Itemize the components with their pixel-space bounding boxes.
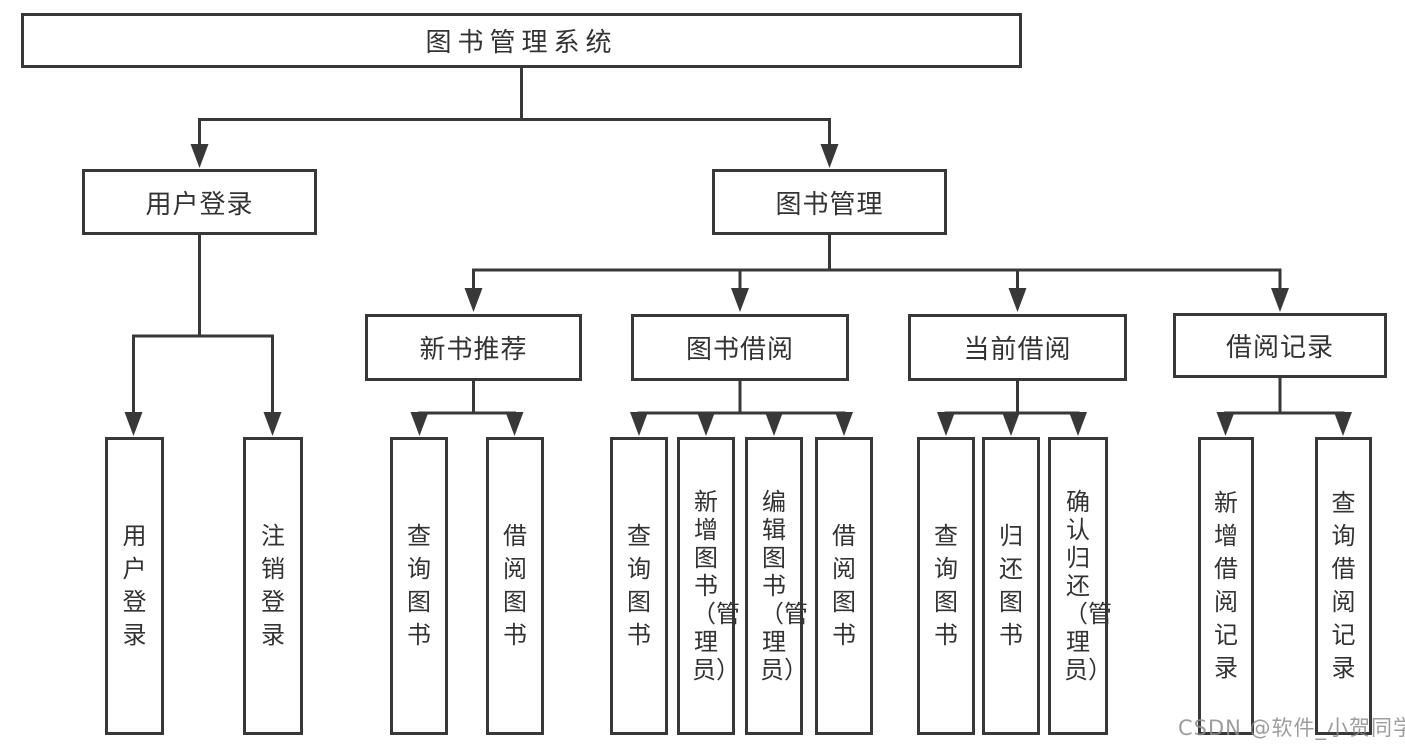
node-label: 注销登录 (261, 522, 285, 649)
node-current-borrowing: 当前借阅 (908, 314, 1127, 381)
leaf-confirm-return-admin: 确认归还（管理员） (1048, 437, 1112, 735)
node-user-login: 用户登录 (82, 169, 317, 235)
node-new-book-recommend: 新书推荐 (365, 314, 582, 381)
leaf-edit-books-admin: 编辑图书（管理员） (745, 437, 808, 735)
node-label: 新增图书（管理员） (692, 488, 740, 684)
node-label: 查询图书 (934, 522, 958, 649)
node-label: 用户登录 (145, 189, 254, 220)
leaf-add-books-admin: 新增图书（管理员） (677, 437, 740, 735)
node-label: 确认归还（管理员） (1064, 488, 1112, 684)
leaf-logout: 注销登录 (243, 437, 303, 735)
leaf-add-borrow-record: 新增借阅记录 (1198, 437, 1254, 735)
watermark: CSDN @软件_小贺同学 (1178, 716, 1405, 740)
node-library-system: 图书管理系统 (21, 13, 1022, 68)
leaf-query-books-borrowing: 查询图书 (610, 437, 668, 735)
node-book-management: 图书管理 (712, 169, 947, 235)
node-label: 借阅图书 (832, 522, 856, 649)
node-label: 查询图书 (407, 522, 431, 649)
node-label: 图书借阅 (685, 335, 794, 365)
leaf-query-books-recommend: 查询图书 (390, 437, 448, 735)
node-label: 归还图书 (999, 522, 1023, 649)
leaf-query-books-current: 查询图书 (917, 437, 975, 735)
node-label: 查询借阅记录 (1331, 489, 1356, 682)
leaf-user-login: 用户登录 (105, 437, 164, 735)
node-label: 当前借阅 (963, 335, 1072, 365)
node-label: 图书管理系统 (425, 28, 618, 58)
node-label: 用户登录 (122, 522, 147, 649)
leaf-return-books: 归还图书 (982, 437, 1040, 735)
node-label: 新增借阅记录 (1214, 489, 1238, 682)
node-borrowing-records: 借阅记录 (1173, 313, 1387, 378)
node-label: 借阅图书 (503, 522, 527, 649)
leaf-borrow-books-recommend: 借阅图书 (486, 437, 544, 735)
node-label: 编辑图书（管理员） (760, 488, 808, 684)
node-label: 借阅记录 (1225, 333, 1334, 363)
node-label: 新书推荐 (419, 335, 528, 365)
leaf-query-borrow-record: 查询借阅记录 (1315, 437, 1372, 735)
node-label: 查询图书 (627, 522, 651, 649)
node-book-borrowing: 图书借阅 (631, 314, 849, 381)
leaf-borrow-books-borrowing: 借阅图书 (815, 437, 873, 735)
node-label: 图书管理 (775, 189, 884, 220)
